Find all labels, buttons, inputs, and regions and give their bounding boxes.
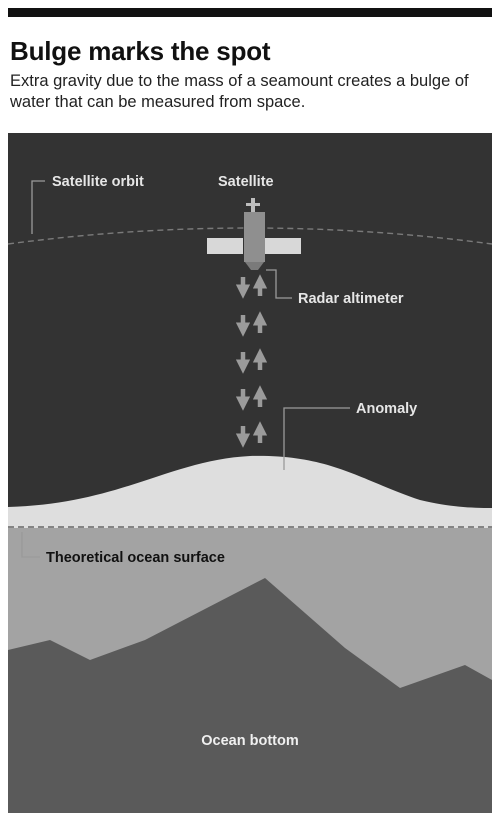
label-anomaly: Anomaly xyxy=(356,401,417,417)
label-satellite: Satellite xyxy=(218,174,274,190)
radar-altimeter-leader xyxy=(266,269,292,299)
water-bulge xyxy=(8,455,492,528)
satellite xyxy=(207,198,301,270)
satellite-orbit-leader xyxy=(31,180,45,234)
satellite-sensor xyxy=(245,262,264,270)
label-ocean-bottom: Ocean bottom xyxy=(201,733,298,749)
satellite-antenna-mast xyxy=(251,198,255,214)
graphic-subtitle: Extra gravity due to the mass of a seamo… xyxy=(10,72,469,111)
satellite-panel-right xyxy=(265,238,301,254)
satellite-panel-left xyxy=(207,238,243,254)
top-rule xyxy=(8,8,492,17)
anomaly-leader xyxy=(283,407,350,470)
graphic-title: Bulge marks the spot xyxy=(10,36,271,66)
seamount xyxy=(8,578,492,813)
label-satellite-orbit: Satellite orbit xyxy=(52,174,144,190)
radar-signal xyxy=(235,274,268,448)
theoretical-surface-leader xyxy=(21,532,40,558)
label-theoretical-ocean-surface: Theoretical ocean surface xyxy=(46,550,225,566)
label-radar-altimeter: Radar altimeter xyxy=(298,291,404,307)
satellite-body xyxy=(244,212,265,262)
